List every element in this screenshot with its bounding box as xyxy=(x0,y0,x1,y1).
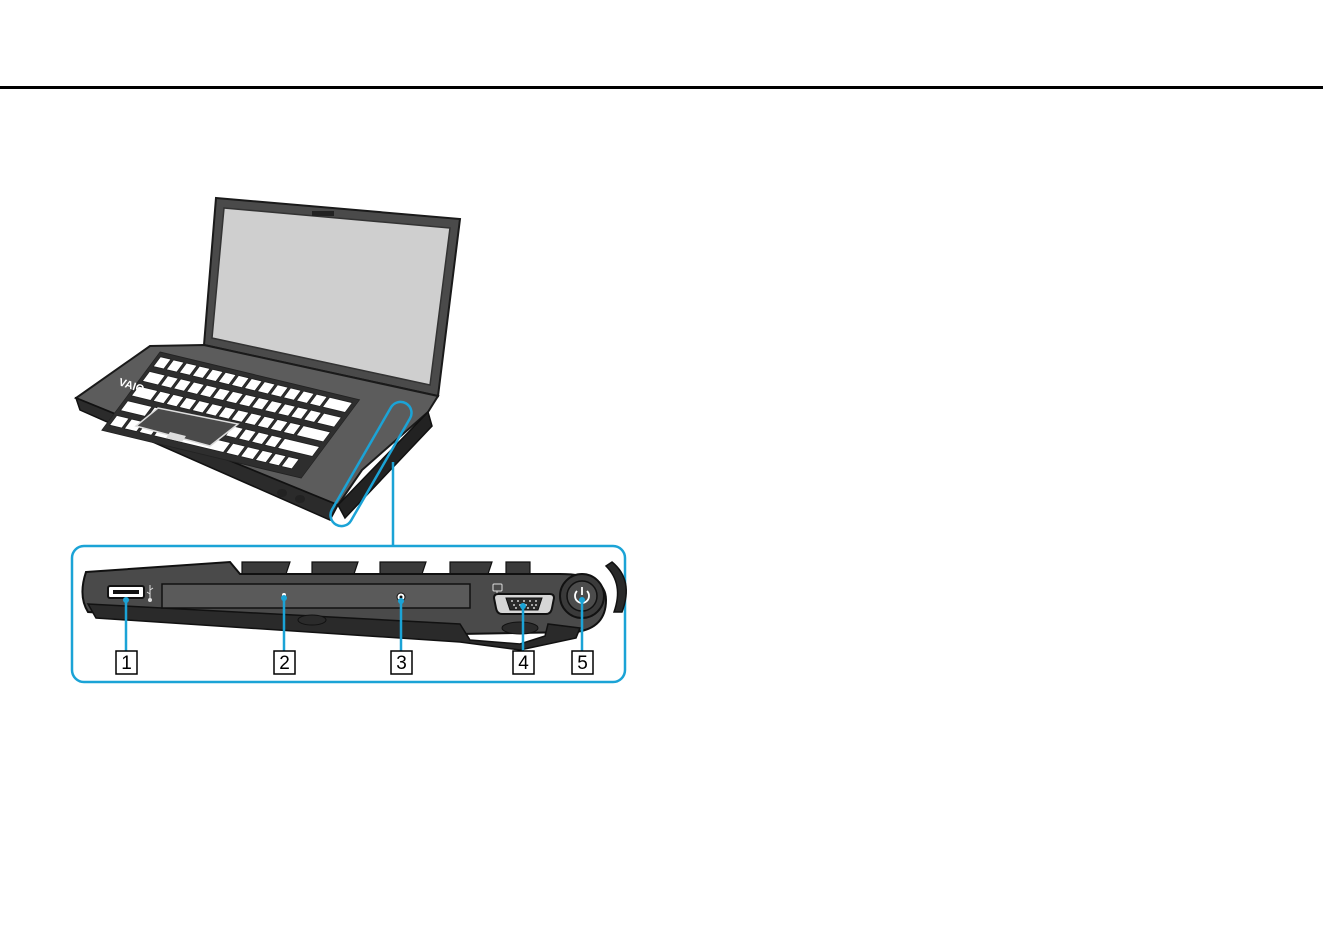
webcam xyxy=(312,211,334,216)
laptop-perspective-view: VAIO xyxy=(76,198,460,546)
callout-label-2: 2 xyxy=(279,653,290,674)
callout-label-4: 4 xyxy=(518,653,529,674)
callout-label-3: 3 xyxy=(396,653,407,674)
side-view-zoom: 1 2 3 4 5 xyxy=(72,546,626,682)
callout-label-5: 5 xyxy=(577,653,588,674)
callout-1: 1 xyxy=(116,651,137,674)
callout-2: 2 xyxy=(274,651,295,674)
callout-3: 3 xyxy=(391,651,412,674)
usb-port xyxy=(108,586,144,598)
callout-5: 5 xyxy=(572,651,593,674)
callout-label-1: 1 xyxy=(121,653,132,674)
callout-4: 4 xyxy=(513,651,534,674)
optical-disc-drive xyxy=(162,584,470,608)
keycap-edges xyxy=(242,562,530,574)
